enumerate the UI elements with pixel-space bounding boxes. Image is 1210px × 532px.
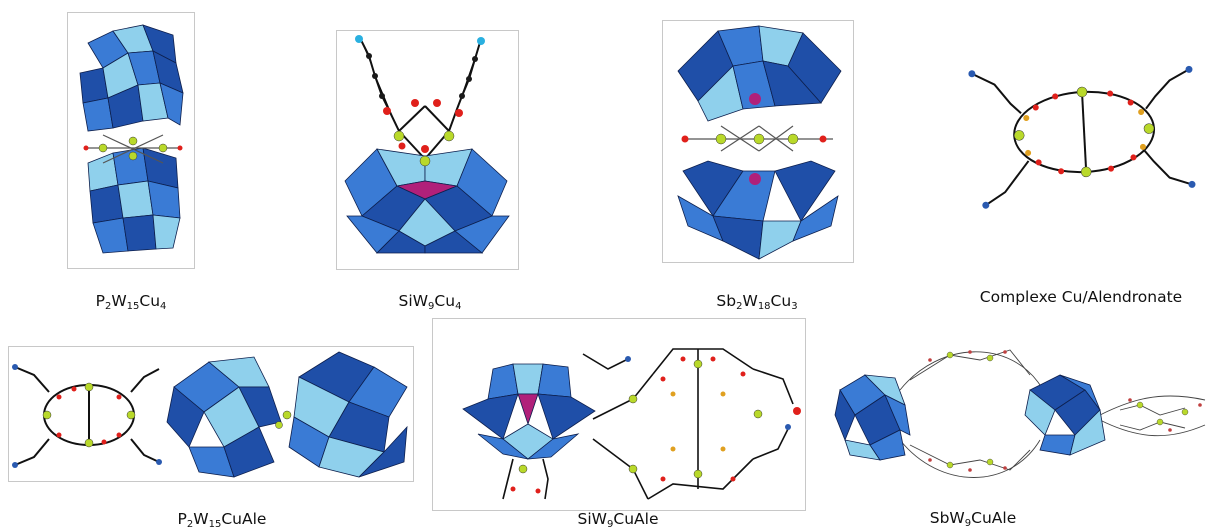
figure-sbw9cuale — [830, 330, 1210, 498]
caption-subscript: 15 — [126, 301, 140, 312]
p2w15cuale-structure-image — [12, 351, 408, 478]
figure-p2w15cu4 — [67, 12, 195, 269]
caption-text: Cu — [434, 292, 456, 310]
caption-text: SiW — [398, 292, 429, 310]
figure-sb2w18cu3 — [662, 20, 854, 263]
caption-sb2w18cu3: Sb2W18Cu3 — [716, 292, 797, 312]
caption-text: Sb — [716, 292, 737, 310]
caption-cu-alendronate: Complexe Cu/Alendronate — [980, 288, 1182, 306]
caption-text: W — [111, 292, 127, 310]
sbw9cuale-structure-image — [834, 349, 1206, 478]
caption-text: SbW — [929, 509, 965, 527]
caption-subscript: 9 — [964, 518, 972, 529]
caption-text: Complexe Cu/Alendronate — [979, 288, 1183, 306]
caption-text: CuAle — [971, 509, 1017, 527]
caption-subscript: 2 — [104, 301, 112, 312]
caption-text: CuAle — [221, 510, 267, 528]
siw9cu4-structure-image — [344, 35, 510, 254]
caption-subscript: 2 — [186, 519, 194, 530]
figure-siw9cuale — [432, 318, 806, 511]
caption-p2w15cu4: P2W15Cu4 — [96, 292, 167, 312]
caption-siw9cu4: SiW9Cu4 — [399, 292, 462, 312]
caption-subscript: 9 — [428, 301, 435, 312]
p2w15cu4-structure-image — [79, 24, 184, 254]
caption-subscript: 2 — [736, 301, 743, 312]
caption-subscript: 4 — [455, 301, 462, 312]
siw9cuale-structure-image — [462, 348, 801, 500]
figure-siw9cu4 — [336, 30, 519, 270]
sb2w18cu3-structure-image — [677, 25, 842, 260]
caption-subscript: 9 — [607, 519, 614, 530]
caption-text: W — [193, 510, 209, 528]
caption-subscript: 15 — [208, 519, 222, 530]
caption-text: CuAle — [613, 510, 659, 528]
caption-text: SiW — [577, 510, 608, 528]
caption-subscript: 4 — [160, 301, 167, 312]
caption-text: W — [742, 292, 758, 310]
cu-alendronate-structure-image — [968, 65, 1196, 209]
figure-p2w15cuale — [8, 346, 414, 482]
caption-text: P — [95, 292, 105, 310]
caption-p2w15cuale: P2W15CuAle — [178, 510, 267, 530]
caption-sbw9cuale: SbW9CuAle — [930, 509, 1016, 529]
caption-siw9cuale: SiW9CuAle — [578, 510, 659, 530]
caption-text: P — [177, 510, 187, 528]
figure-cu-alendronate — [962, 34, 1205, 226]
caption-subscript: 18 — [757, 301, 771, 312]
caption-text: Cu — [139, 292, 161, 310]
caption-subscript: 3 — [791, 301, 798, 312]
caption-text: Cu — [770, 292, 792, 310]
